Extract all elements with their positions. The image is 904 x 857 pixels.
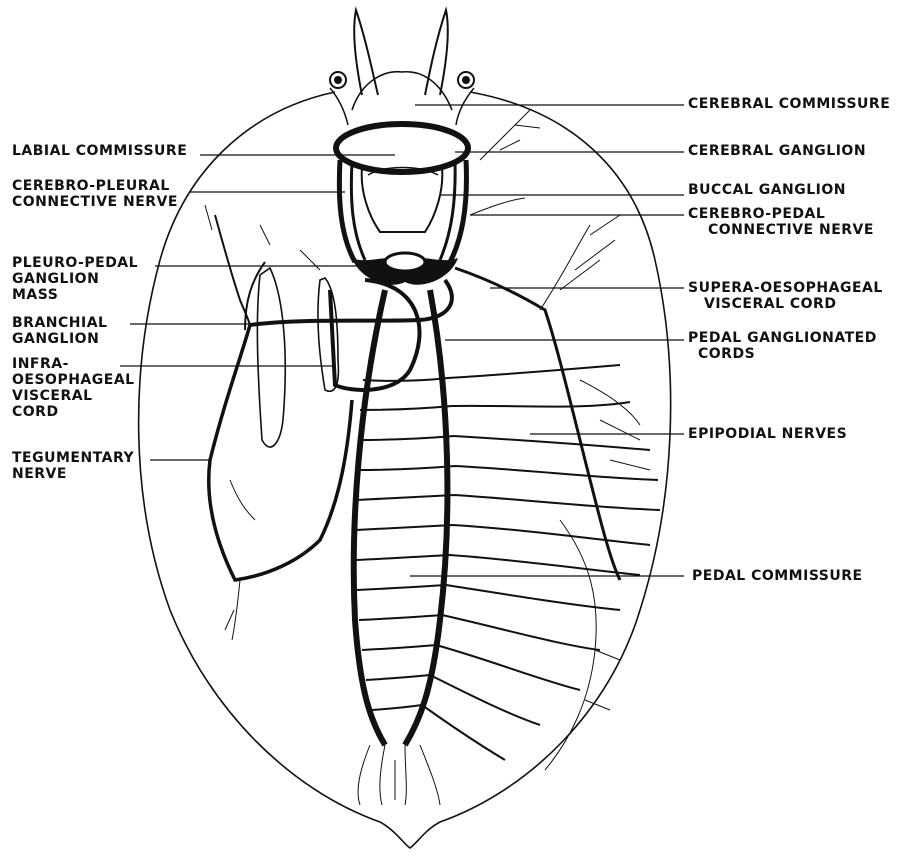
- label-cerebro-pedal-connective: CEREBRO-PEDAL CONNECTIVE NERVE: [688, 206, 874, 238]
- left-tentacle: [354, 10, 378, 95]
- left-eye: [334, 76, 342, 84]
- right-eye: [462, 76, 470, 84]
- label-cerebral-commissure: CEREBRAL COMMISSURE: [688, 96, 890, 112]
- label-infra-oesophageal-visceral-cord: INFRA- OESOPHAGEAL VISCERAL CORD: [12, 356, 135, 420]
- gill: [257, 268, 285, 447]
- buccal-mass: [362, 168, 443, 232]
- label-labial-commissure: LABIAL COMMISSURE: [12, 143, 187, 159]
- label-cerebro-pleural-connective: CEREBRO-PLEURAL CONNECTIVE NERVE: [12, 178, 178, 210]
- cerebral-ring: [336, 124, 468, 172]
- label-tegumentary-nerve: TEGUMENTARY NERVE: [12, 450, 134, 482]
- label-pedal-ganglionated-cords: PEDAL GANGLIONATED CORDS: [688, 330, 877, 362]
- label-epipodial-nerves: EPIPODIAL NERVES: [688, 426, 847, 442]
- label-pedal-commissure: PEDAL COMMISSURE: [692, 568, 863, 584]
- label-branchial-ganglion: BRANCHIAL GANGLION: [12, 315, 107, 347]
- label-pleuro-pedal-ganglion-mass: PLEURO-PEDAL GANGLION MASS: [12, 255, 138, 303]
- right-tentacle: [425, 10, 448, 95]
- left-pedal-cord: [354, 290, 385, 745]
- branchial-nerve: [209, 325, 352, 580]
- leader-lines: [120, 105, 684, 576]
- label-buccal-ganglion: BUCCAL GANGLION: [688, 182, 846, 198]
- label-supra-oesophageal-visceral-cord: SUPERA-OESOPHAGEAL VISCERAL CORD: [688, 280, 883, 312]
- label-cerebral-ganglion: CEREBRAL GANGLION: [688, 143, 866, 159]
